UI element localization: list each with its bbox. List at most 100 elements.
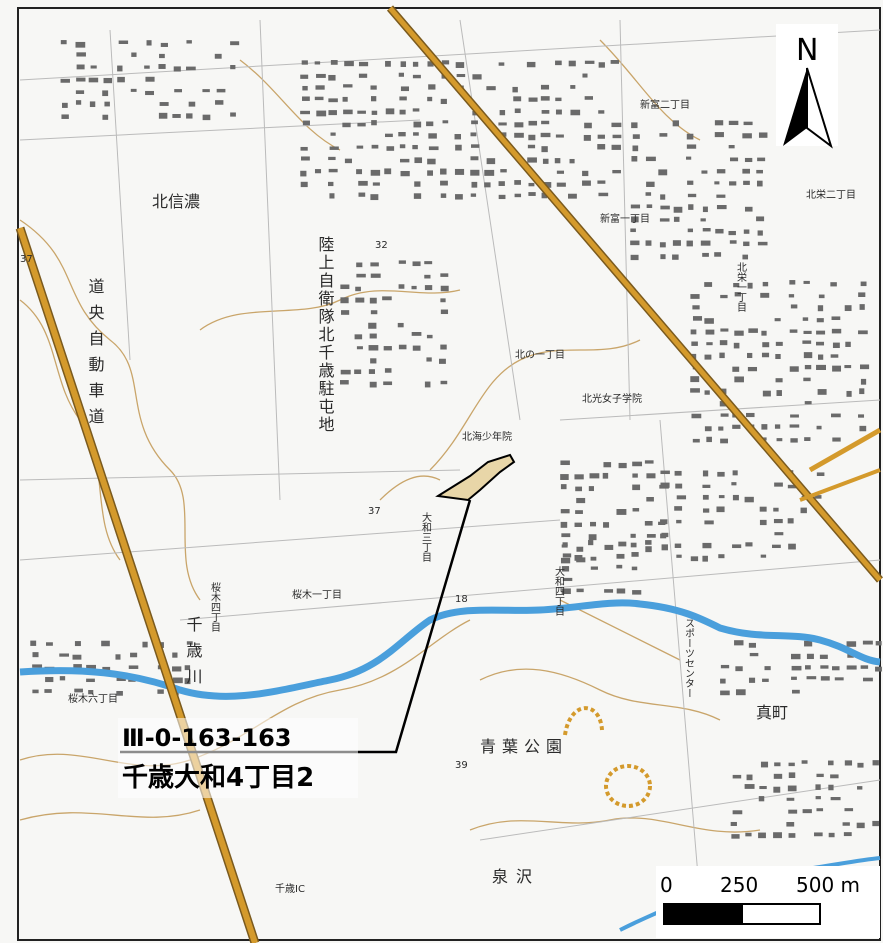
building [514, 180, 521, 185]
building [597, 134, 605, 139]
building [691, 413, 702, 419]
building [316, 73, 326, 78]
building [762, 281, 769, 287]
building [803, 280, 810, 284]
building [816, 472, 825, 477]
label-num-37-mid: 37 [368, 506, 381, 517]
building [804, 364, 812, 370]
building [370, 310, 378, 315]
building [314, 169, 322, 174]
building [575, 510, 583, 514]
building [328, 110, 337, 116]
building [499, 110, 506, 116]
building [427, 96, 433, 102]
building [828, 784, 834, 791]
building [116, 690, 123, 696]
building [426, 357, 432, 362]
building [440, 285, 449, 292]
building [344, 61, 354, 67]
building [660, 482, 670, 488]
building [702, 484, 711, 488]
building [773, 832, 782, 839]
building [690, 388, 700, 393]
building [59, 653, 70, 657]
building [804, 437, 811, 442]
building [790, 414, 799, 418]
building [645, 540, 652, 545]
building [562, 553, 572, 558]
building [831, 328, 842, 334]
building [702, 494, 709, 500]
building [746, 412, 755, 418]
building [88, 690, 94, 695]
building [300, 146, 308, 151]
building [802, 809, 812, 814]
building [576, 588, 584, 593]
building [804, 401, 812, 405]
building [659, 218, 670, 222]
building [814, 832, 823, 837]
label-yamato-3: 大和三丁目 [420, 511, 432, 562]
building [704, 520, 714, 525]
building [386, 146, 395, 151]
building [720, 664, 730, 669]
building [749, 652, 759, 657]
label-sakura-6: 桜木六丁目 [68, 692, 118, 705]
building [616, 553, 625, 559]
building [720, 294, 728, 299]
building [356, 346, 363, 350]
building [589, 473, 600, 479]
building [102, 90, 109, 97]
building [382, 296, 392, 301]
building [75, 41, 86, 48]
building [714, 132, 724, 138]
building [440, 98, 447, 105]
building [729, 181, 737, 186]
building [128, 665, 139, 669]
north-letter: N [796, 33, 818, 68]
building [687, 180, 694, 185]
building [470, 156, 479, 161]
building [744, 496, 754, 503]
building [674, 543, 682, 548]
building [89, 101, 96, 108]
label-num-37-left: 37 [20, 254, 33, 265]
building [184, 678, 191, 685]
building [598, 62, 605, 68]
building [645, 156, 656, 162]
building [144, 65, 150, 69]
building [555, 97, 562, 102]
building [426, 121, 434, 127]
building [660, 194, 666, 200]
building [843, 832, 852, 837]
building [630, 240, 640, 246]
building [541, 146, 548, 153]
building [800, 507, 807, 514]
building [604, 544, 614, 550]
building [792, 689, 800, 694]
building [872, 820, 879, 827]
building [575, 486, 583, 492]
building [790, 653, 801, 660]
building [745, 542, 753, 547]
building [786, 797, 795, 801]
building [471, 120, 478, 125]
building [300, 74, 309, 79]
building [400, 170, 410, 177]
label-aoba-park: 青葉公園 [480, 737, 568, 756]
building [576, 497, 586, 504]
building [690, 294, 700, 299]
building [369, 297, 377, 304]
building [731, 834, 740, 839]
building [471, 181, 478, 188]
building [803, 377, 811, 382]
building [756, 169, 763, 174]
building [686, 156, 692, 160]
building [145, 90, 155, 96]
building [456, 73, 466, 78]
building [692, 305, 700, 310]
building [414, 157, 423, 164]
building [756, 216, 765, 222]
building [440, 168, 447, 175]
building [300, 181, 308, 188]
